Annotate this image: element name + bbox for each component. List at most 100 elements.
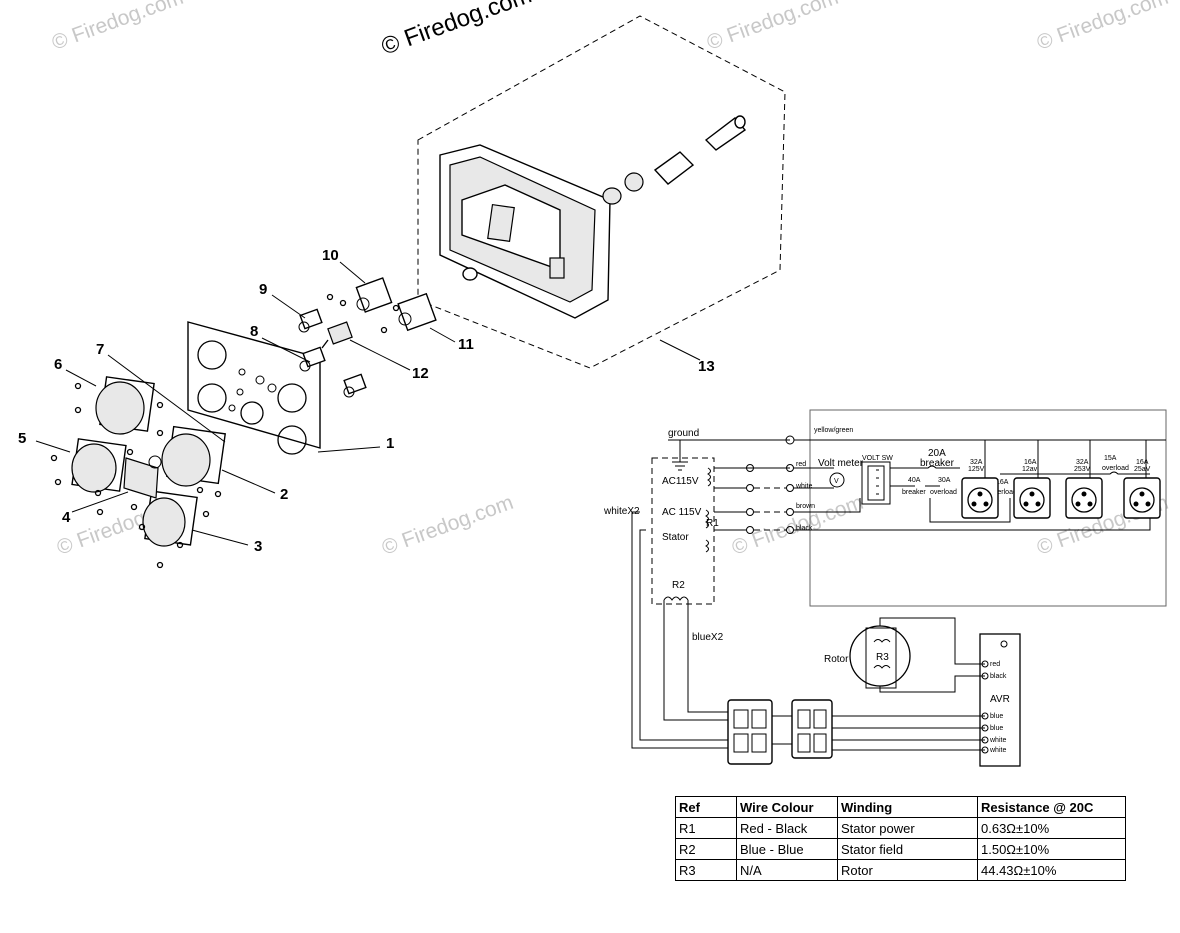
exploded-parts-view: 1 2 3 4 5 6 7 8 9 10 11 12 13 <box>18 15 786 569</box>
callout-6: 6 <box>54 356 62 373</box>
bluex2-label: blueX2 <box>692 632 724 643</box>
watermark-3: © Firedog.com <box>1034 0 1172 55</box>
ground-label: ground <box>668 428 699 439</box>
callout-5: 5 <box>18 430 26 447</box>
table-cell: N/A <box>736 859 838 881</box>
outlet-16a-25av <box>1123 477 1161 519</box>
avr-pin-white-2: white <box>989 747 1006 754</box>
avr-box <box>979 633 1021 767</box>
callout-3: 3 <box>254 538 262 555</box>
table-row: R2 Blue - Blue Stator field 1.50Ω±10% <box>675 838 1126 860</box>
outlet-32a-125v <box>961 477 999 519</box>
watermark-2: © Firedog.com <box>704 0 842 55</box>
whitex2-label: whiteX2 <box>603 506 640 517</box>
screws <box>50 293 400 569</box>
breaker-10 <box>355 277 393 313</box>
breaker-40a-label: breaker <box>902 489 926 496</box>
r3-label: R3 <box>876 652 889 663</box>
callout-7: 7 <box>96 341 104 358</box>
switch-9 <box>298 308 323 333</box>
table-cell: 44.43Ω±10% <box>977 859 1126 881</box>
wire-black-label: black <box>796 525 813 532</box>
overload-30a-label: overload <box>930 489 957 496</box>
table-cell: 0.63Ω±10% <box>977 817 1126 839</box>
wiring-diagram: Stator ground AC115V AC 115V R1 whiteX2 … <box>603 409 1167 767</box>
socket-5 <box>71 438 127 493</box>
table-cell: R1 <box>675 817 737 839</box>
leader-lines <box>35 261 701 546</box>
table-cell: Stator power <box>837 817 978 839</box>
volt-sw-label: VOLT SW <box>862 455 893 462</box>
breaker-20a-amp: 20A <box>928 448 946 459</box>
table-header-row: Ref Wire Colour Winding Resistance @ 20C <box>675 796 1126 818</box>
table-cell: Rotor <box>837 859 978 881</box>
cover-plate-4 <box>123 455 162 499</box>
control-box-13 <box>439 115 747 319</box>
avr-label: AVR <box>990 694 1010 705</box>
table-row: R1 Red - Black Stator power 0.63Ω±10% <box>675 817 1126 839</box>
wire-brown-label: brown <box>796 503 815 510</box>
outlet-16a-12av <box>1013 477 1051 519</box>
r1-label: R1 <box>706 518 719 529</box>
wire-white-label: white <box>795 483 812 490</box>
overload-15a-label: overload <box>1102 465 1129 472</box>
table-cell: 1.50Ω±10% <box>977 838 1126 860</box>
front-panel-1 <box>187 321 321 455</box>
callout-2: 2 <box>280 486 288 503</box>
outlet-label-3b: 253V <box>1074 466 1091 473</box>
volt-meter-label: Volt meter <box>818 458 864 469</box>
table-header: Wire Colour <box>736 796 838 818</box>
outlet-label-2a: 16A <box>1024 459 1037 466</box>
yellow-green-label: yellow/green <box>814 427 853 434</box>
table-cell: R3 <box>675 859 737 881</box>
callout-12: 12 <box>412 365 429 382</box>
table-cell: Blue - Blue <box>736 838 838 860</box>
callout-10: 10 <box>322 247 339 264</box>
avr-pin-white-1: white <box>989 737 1006 744</box>
stator-box <box>651 457 715 605</box>
switch-lower <box>343 373 367 398</box>
table-header: Ref <box>675 796 737 818</box>
outlet-label-1a: 32A <box>970 459 983 466</box>
control-panel-box <box>809 409 1167 607</box>
avr-pin-blue-1: blue <box>990 713 1003 720</box>
avr-pin-red: red <box>990 661 1000 668</box>
ac115v-bottom-label: AC 115V <box>662 507 702 518</box>
table-header: Resistance @ 20C <box>977 796 1126 818</box>
stator-label: Stator <box>662 532 689 543</box>
breaker-20a-label: breaker <box>920 458 955 469</box>
table-cell: Stator field <box>837 838 978 860</box>
avr-pin-black: black <box>990 673 1007 680</box>
outlet-label-2b: 12av <box>1022 466 1038 473</box>
volt-symbol: V <box>834 478 839 485</box>
connector-right <box>791 699 833 759</box>
callout-8: 8 <box>250 323 258 340</box>
table-cell: Red - Black <box>736 817 838 839</box>
toggle-12 <box>321 321 353 349</box>
r2-label: R2 <box>672 580 685 591</box>
callout-9: 9 <box>259 281 267 298</box>
avr-pin-blue-2: blue <box>990 725 1003 732</box>
resistance-table: Ref Wire Colour Winding Resistance @ 20C… <box>675 796 1126 881</box>
socket-2 <box>161 425 227 487</box>
wire-red-label: red <box>796 461 806 468</box>
watermark-5: © Firedog.com <box>379 491 517 560</box>
table-header: Winding <box>837 796 978 818</box>
connector-left <box>727 699 773 765</box>
outlet-32a-253v <box>1065 477 1103 519</box>
callouts: 1 2 3 4 5 6 7 8 9 10 11 12 13 <box>18 247 715 555</box>
rotor-label: Rotor <box>824 654 849 665</box>
breaker-11 <box>397 292 437 332</box>
socket-3 <box>142 490 198 547</box>
overload-15a-amp: 15A <box>1104 455 1117 462</box>
socket-6 <box>95 376 155 435</box>
volt-switch <box>861 461 891 505</box>
overload-16a-label: overload <box>990 489 1017 496</box>
callout-11: 11 <box>458 336 474 353</box>
callout-1: 1 <box>386 435 394 452</box>
table-row: R3 N/A Rotor 44.43Ω±10% <box>675 859 1126 881</box>
overload-30a-amp: 30A <box>938 477 951 484</box>
ac115v-top-label: AC115V <box>662 476 699 487</box>
outlet-label-4b: 25aV <box>1134 466 1151 473</box>
